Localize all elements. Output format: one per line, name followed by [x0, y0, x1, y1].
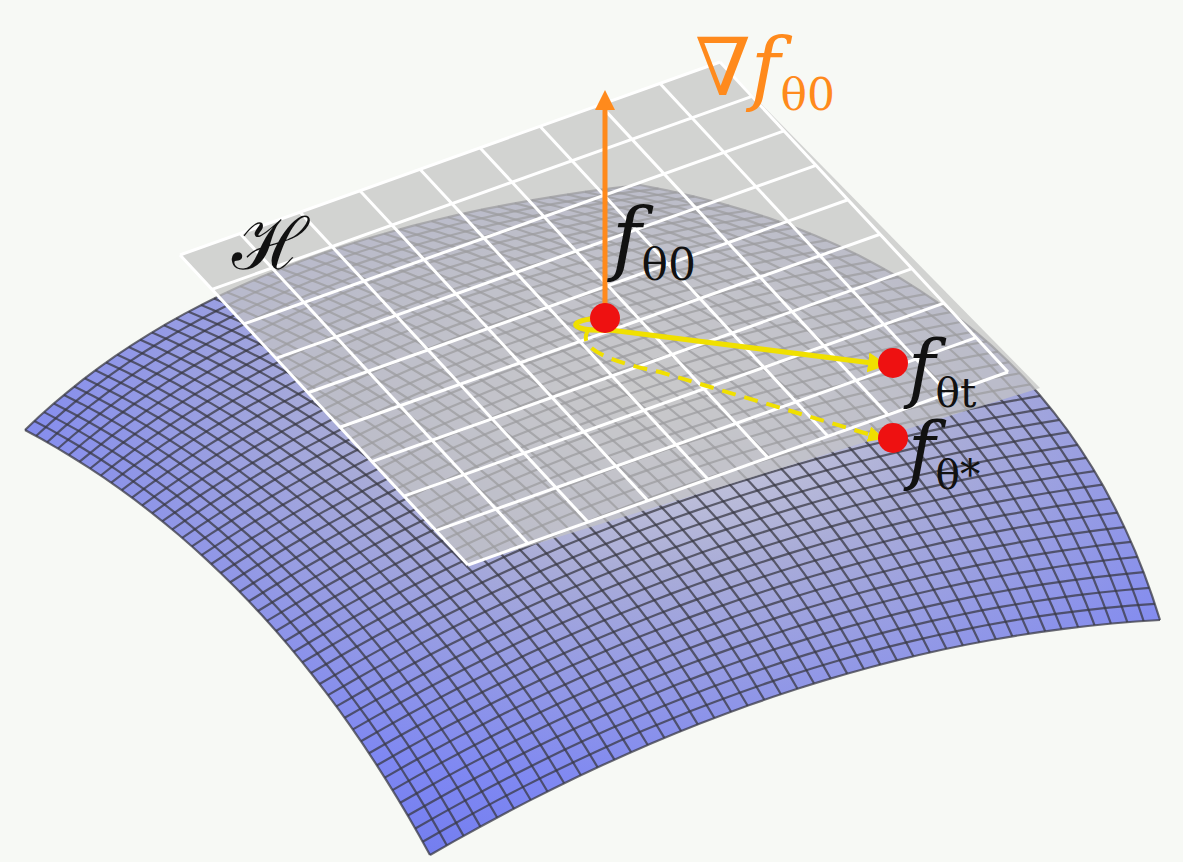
plane-grid-line — [240, 234, 528, 544]
plane-grid-line — [276, 165, 816, 358]
surface-grid-line — [400, 557, 1137, 803]
tangent-plane — [180, 62, 1040, 565]
optimum-arrow — [586, 328, 878, 437]
surface-grid-line — [393, 542, 1132, 790]
surface-grid-line — [423, 604, 1155, 842]
gradient-label: ∇fθ0 — [695, 28, 835, 117]
optimal-function-label: fθ* — [908, 412, 980, 496]
plane-grid-line — [340, 234, 880, 427]
plane-grid-line — [212, 96, 752, 289]
plane-grid-line — [244, 131, 784, 324]
plane-grid-line — [308, 200, 848, 393]
surface-grid-line — [430, 620, 1160, 855]
plane-fill — [180, 62, 1040, 565]
gradient-arrow — [603, 100, 608, 318]
plane-grid-line — [180, 255, 468, 565]
plane-grid-line — [480, 148, 768, 458]
trained-function-label: fθt — [908, 330, 976, 414]
trained-point — [878, 348, 908, 378]
plane-grid-line — [660, 83, 948, 393]
optimal-point — [878, 423, 908, 453]
plane-grid-line — [300, 212, 588, 522]
plane-grid-line — [372, 269, 912, 462]
plane-grid-line — [540, 126, 828, 436]
surface-grid-line — [408, 572, 1144, 815]
surface-grid-line — [385, 527, 1125, 778]
initial-point — [590, 303, 620, 333]
space-label: ℋ — [232, 208, 308, 280]
surface-grid-line — [415, 588, 1149, 829]
plane-grid-line — [404, 303, 944, 496]
plane-grid-line — [436, 338, 976, 531]
initial-function-label: fθ0 — [612, 198, 696, 287]
plane-grid-line — [420, 169, 708, 479]
trajectory-arrow — [576, 318, 880, 364]
